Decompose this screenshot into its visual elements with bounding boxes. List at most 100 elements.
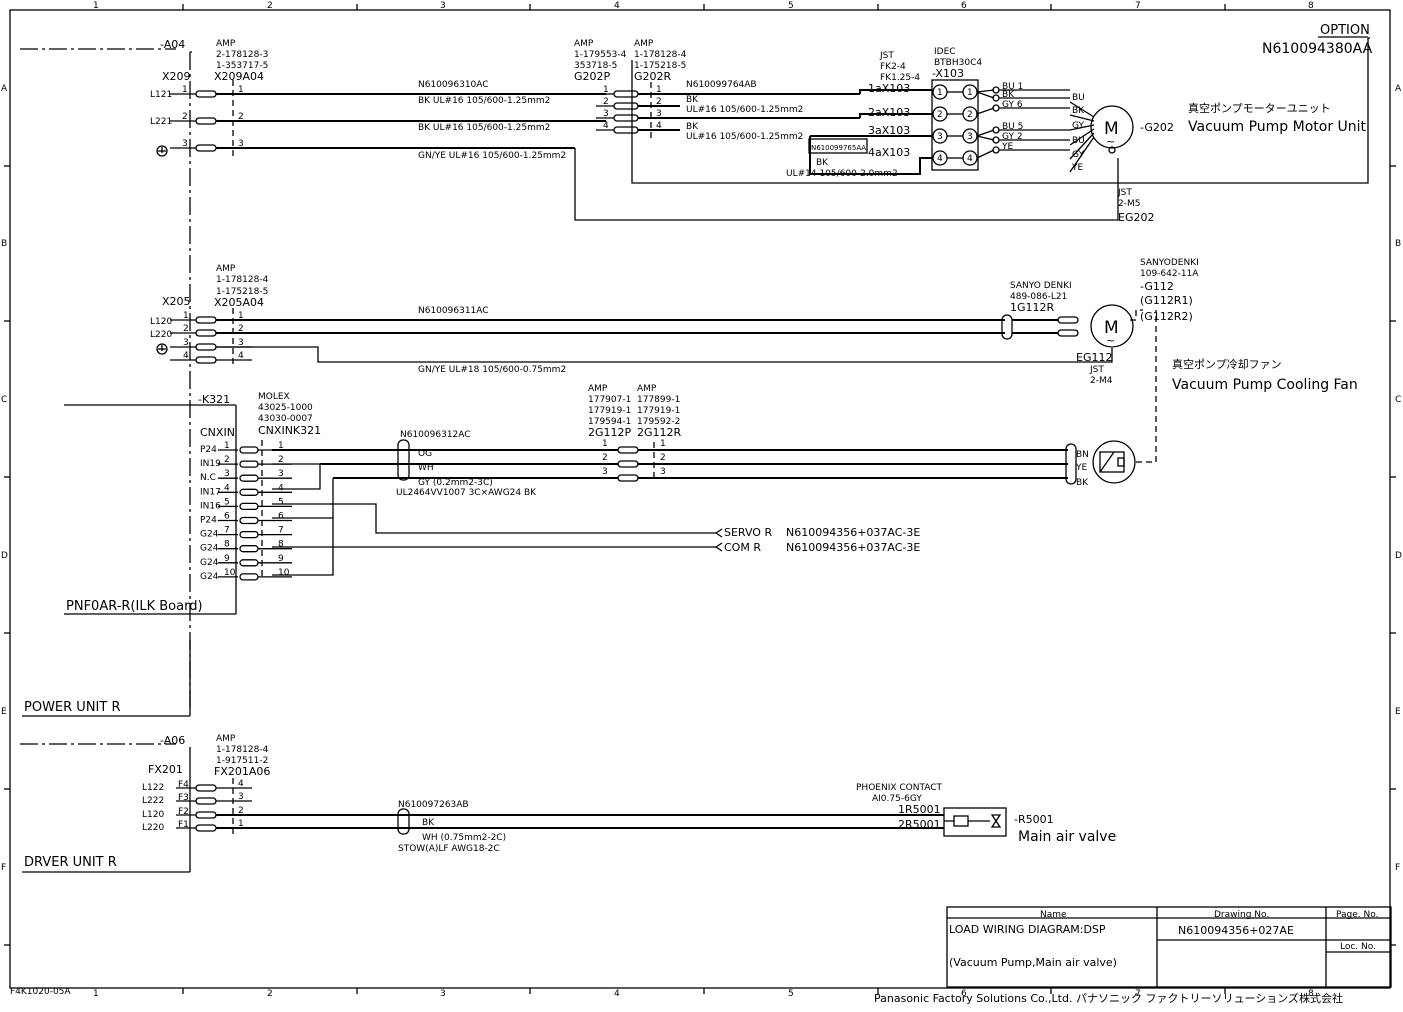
svg-text:MOLEX: MOLEX (258, 392, 290, 402)
svg-text:1: 1 (937, 88, 943, 98)
row-label: C (1, 395, 7, 405)
driver-unit-name: DRVER UNIT R (24, 855, 117, 870)
signal-label: P24 (200, 516, 217, 526)
svg-text:BK UL#16 105/600-1.25mm2: BK UL#16 105/600-1.25mm2 (418, 96, 550, 106)
motor-ref-g202: -G202 (1140, 121, 1174, 134)
valve-icon (943, 807, 1007, 837)
svg-text:G202P: G202P (574, 70, 611, 83)
svg-text:177899-1: 177899-1 (637, 395, 680, 405)
row-label: A (1, 84, 8, 94)
cable-no-310: N610096310AC (418, 80, 489, 90)
col-label: 4 (614, 989, 620, 999)
row-label: D (1, 551, 8, 561)
svg-text:489-086-L21: 489-086-L21 (1010, 292, 1067, 302)
svg-text:EG112: EG112 (1076, 351, 1112, 364)
svg-text:Loc. No.: Loc. No. (1340, 942, 1376, 952)
svg-text:BK: BK (686, 122, 699, 132)
svg-text:179592-2: 179592-2 (637, 417, 680, 427)
svg-text:UL2464VV1007 3C×AWG24 BK: UL2464VV1007 3C×AWG24 BK (396, 488, 537, 498)
svg-text:CNXINK321: CNXINK321 (258, 424, 321, 437)
row-label: E (1395, 707, 1401, 717)
cooling-fan-circuit: X205 AMP 1-178128-4 1-175218-5 X205A04 L… (150, 258, 1358, 393)
vacuum-pump-jp: 真空ポンプモーターユニット (1188, 101, 1331, 115)
fan-spec: SANYODENKI 109-642-11A -G112 (G112R1) (G… (1140, 258, 1199, 323)
svg-text:177907-1: 177907-1 (588, 395, 631, 405)
svg-text:4: 4 (278, 483, 284, 493)
col-label: 5 (788, 989, 794, 999)
com-label: COM R (724, 541, 761, 554)
svg-text:BU: BU (1072, 136, 1085, 146)
svg-text:AMP: AMP (634, 39, 654, 49)
signal-label: G24 (200, 530, 219, 540)
row-label: F (1395, 863, 1400, 873)
svg-text:109-642-11A: 109-642-11A (1140, 269, 1199, 279)
svg-text:SANYODENKI: SANYODENKI (1140, 258, 1199, 268)
svg-text:3: 3 (967, 132, 973, 142)
svg-text:N610099765AA: N610099765AA (811, 144, 866, 152)
form-no: F4K1020-05A (10, 987, 71, 997)
svg-text:1: 1 (238, 311, 244, 321)
svg-text:1: 1 (660, 439, 666, 449)
svg-text:N610097263AB: N610097263AB (398, 800, 469, 810)
svg-text:3: 3 (603, 109, 609, 119)
svg-text:7: 7 (278, 526, 284, 536)
svg-text:5: 5 (278, 497, 284, 507)
terminal-block-x103 (931, 79, 979, 171)
svg-text:GY 6: GY 6 (1002, 100, 1023, 110)
col-label: 2 (267, 1, 273, 11)
svg-text:177919-1: 177919-1 (637, 406, 680, 416)
svg-text:2: 2 (656, 97, 662, 107)
svg-text:8: 8 (278, 540, 284, 550)
svg-text:FK1.25-4: FK1.25-4 (880, 73, 920, 83)
row-label: E (1, 707, 7, 717)
2g112r-spec: AMP 177899-1 177919-1 179592-2 2G112R (637, 384, 682, 439)
vacuum-pump-circuit: -A04 X209 AMP 2-178128-3 1-353717-5 X209… (20, 38, 1367, 712)
molex-spec: MOLEX 43025-1000 43030-0007 CNXINK321 (258, 392, 321, 437)
title-block: Name Drawing No. Page. No. Loc. No. LOAD… (946, 906, 1392, 988)
svg-text:10: 10 (278, 568, 290, 578)
svg-text:2: 2 (182, 112, 188, 122)
svg-text:43025-1000: 43025-1000 (258, 403, 313, 413)
row-label: F (1, 863, 6, 873)
signal-label: IN16 (200, 501, 221, 511)
svg-text:2: 2 (183, 324, 189, 334)
svg-text:N610094356+037AC-3E: N610094356+037AC-3E (786, 526, 920, 539)
svg-text:EG202: EG202 (1118, 211, 1154, 224)
svg-text:3: 3 (278, 469, 284, 479)
svg-text:UL#16 105/600-1.25mm2: UL#16 105/600-1.25mm2 (686, 132, 803, 142)
svg-text:4: 4 (238, 779, 244, 789)
svg-text:AMP: AMP (216, 734, 236, 744)
svg-text:YE: YE (1001, 142, 1013, 152)
svg-text:Name: Name (1040, 910, 1067, 920)
svg-text:2-M5: 2-M5 (1118, 199, 1140, 209)
svg-text:BK: BK (422, 818, 435, 828)
svg-text:UL#16 105/600-1.25mm2: UL#16 105/600-1.25mm2 (686, 105, 803, 115)
svg-text:1aX103: 1aX103 (868, 82, 910, 95)
svg-text:-K321: -K321 (198, 393, 230, 406)
svg-text:AMP: AMP (637, 384, 657, 394)
svg-text:2: 2 (937, 110, 943, 120)
svg-text:IDEC: IDEC (934, 47, 956, 57)
cooling-fan-jp: 真空ポンプ冷却ファン (1172, 357, 1282, 371)
svg-text:3: 3 (937, 132, 943, 142)
col-label: 6 (961, 1, 967, 11)
svg-text:4: 4 (238, 351, 244, 361)
svg-text:BK: BK (816, 158, 829, 168)
signal-label: G24 (200, 558, 219, 568)
earth-icon (156, 145, 168, 157)
svg-text:-G112: -G112 (1140, 280, 1174, 293)
svg-text:2-M4: 2-M4 (1090, 376, 1113, 386)
x209-spec: AMP 2-178128-3 1-353717-5 X209A04 (214, 39, 268, 83)
servo-label: SERVO R (724, 526, 772, 539)
svg-text:4: 4 (967, 154, 973, 164)
row-label: B (1, 239, 7, 249)
svg-text:1: 1 (224, 441, 230, 451)
svg-text:BK: BK (1072, 106, 1085, 116)
svg-text:9: 9 (278, 554, 284, 564)
signal-label: IN19 (200, 459, 221, 469)
svg-text:GY (0.2mm2-3C): GY (0.2mm2-3C) (418, 478, 493, 488)
svg-text:5: 5 (224, 497, 230, 507)
col-label: 3 (440, 1, 446, 11)
svg-text:L120: L120 (150, 317, 172, 327)
svg-text:2: 2 (238, 324, 244, 334)
